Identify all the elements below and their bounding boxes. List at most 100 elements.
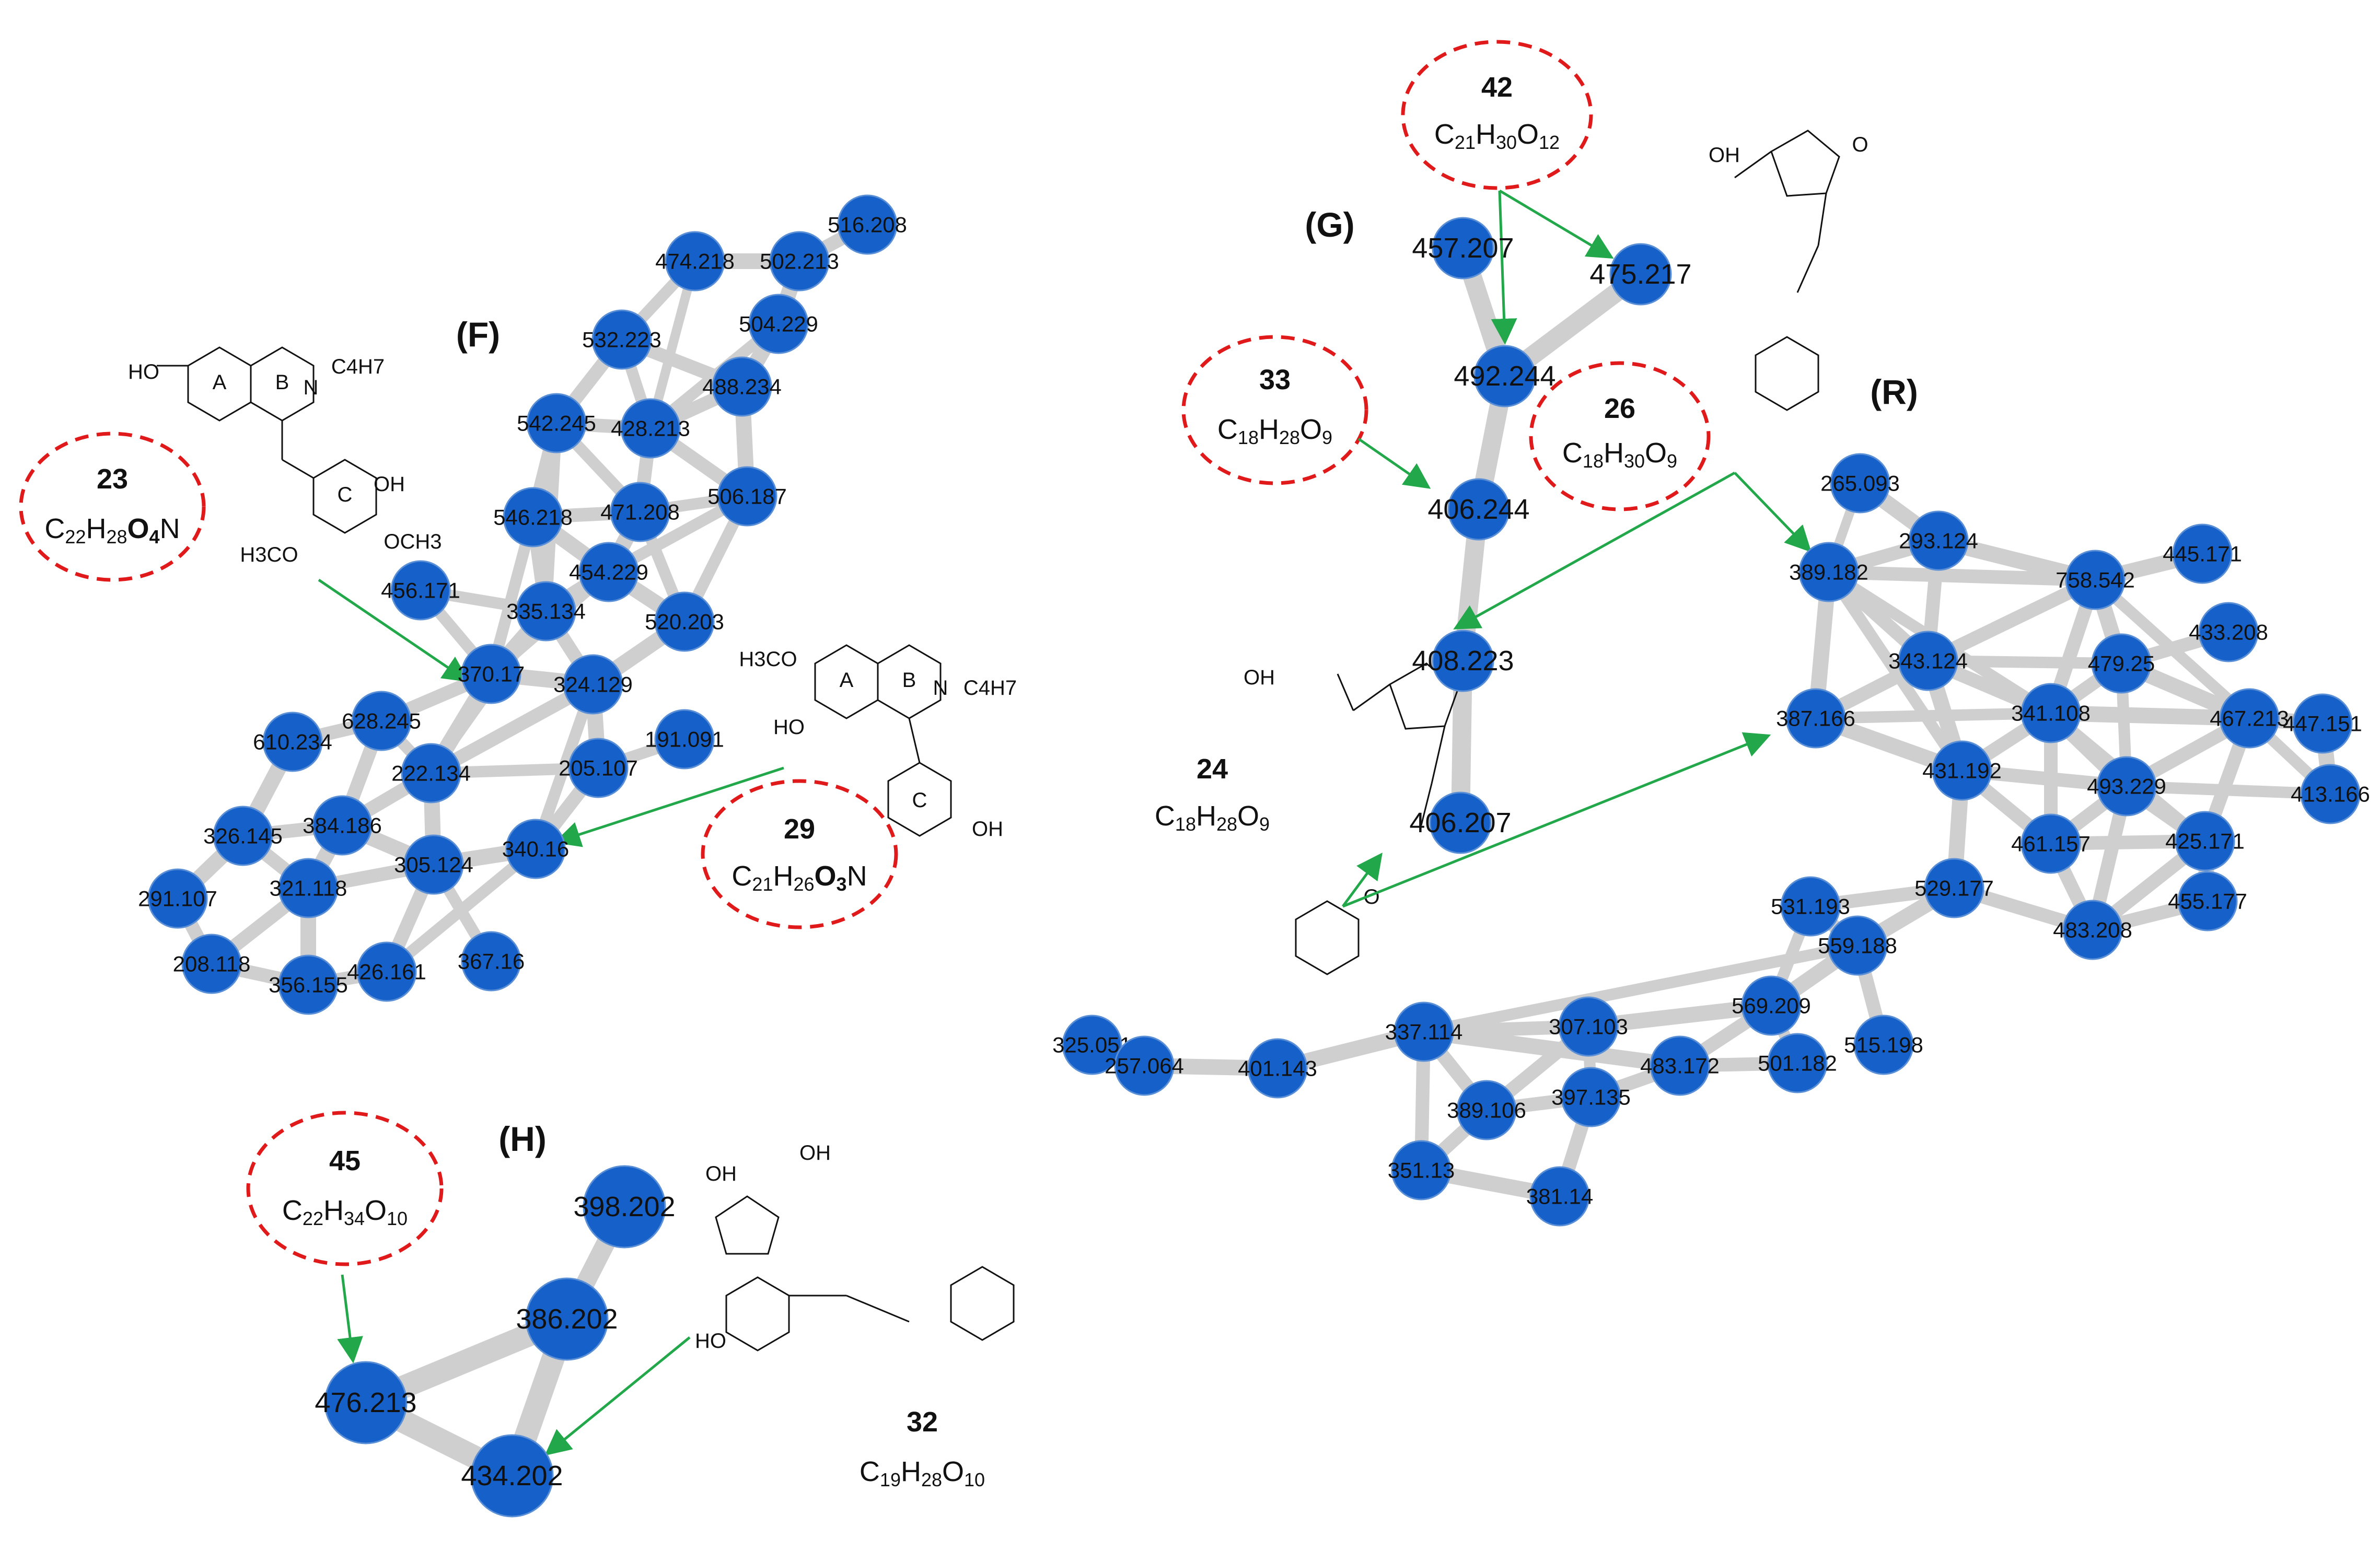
node-f-25[interactable]: 340.16 bbox=[502, 819, 569, 879]
node-circle[interactable] bbox=[769, 231, 830, 292]
node-f-10[interactable]: 471.208 bbox=[600, 482, 680, 542]
node-r-15[interactable]: 461.157 bbox=[2011, 813, 2091, 874]
node-h-2[interactable]: 476.213 bbox=[315, 1361, 417, 1444]
node-circle[interactable] bbox=[1529, 1166, 1590, 1227]
node-r-4[interactable]: 758.542 bbox=[2056, 550, 2135, 610]
node-g-5[interactable]: 406.207 bbox=[1409, 791, 1512, 854]
node-r-26[interactable]: 257.064 bbox=[1105, 1035, 1184, 1096]
node-r-31[interactable]: 389.106 bbox=[1447, 1080, 1526, 1140]
node-circle[interactable] bbox=[1473, 345, 1536, 407]
node-r-28[interactable]: 337.114 bbox=[1385, 1001, 1463, 1062]
node-f-2[interactable]: 502.213 bbox=[760, 231, 839, 292]
node-r-19[interactable]: 483.208 bbox=[2053, 900, 2132, 960]
node-circle[interactable] bbox=[578, 542, 639, 602]
node-f-6[interactable]: 542.245 bbox=[517, 393, 596, 453]
node-circle[interactable] bbox=[470, 1434, 554, 1518]
node-r-20[interactable]: 455.177 bbox=[2168, 871, 2247, 931]
node-circle[interactable] bbox=[351, 691, 412, 751]
node-circle[interactable] bbox=[390, 560, 451, 621]
node-f-3[interactable]: 504.229 bbox=[739, 294, 818, 354]
node-f-0[interactable]: 516.208 bbox=[828, 194, 907, 255]
node-circle[interactable] bbox=[213, 806, 273, 866]
node-circle[interactable] bbox=[2177, 871, 2238, 931]
node-r-2[interactable]: 445.171 bbox=[2163, 523, 2242, 584]
node-r-22[interactable]: 569.209 bbox=[1732, 975, 1811, 1036]
node-r-18[interactable]: 531.193 bbox=[1771, 876, 1850, 937]
node-circle[interactable] bbox=[1447, 478, 1510, 541]
node-r-9[interactable]: 341.108 bbox=[2011, 683, 2091, 743]
node-circle[interactable] bbox=[2300, 764, 2361, 824]
node-f-4[interactable]: 532.223 bbox=[582, 309, 661, 370]
node-circle[interactable] bbox=[2172, 523, 2233, 584]
node-circle[interactable] bbox=[1932, 740, 1992, 801]
node-circle[interactable] bbox=[1558, 996, 1619, 1057]
node-h-3[interactable]: 434.202 bbox=[461, 1434, 563, 1518]
node-r-34[interactable]: 381.14 bbox=[1526, 1166, 1593, 1227]
node-circle[interactable] bbox=[1767, 1033, 1828, 1093]
node-r-27[interactable]: 401.143 bbox=[1238, 1038, 1317, 1099]
node-r-7[interactable]: 479.25 bbox=[2088, 633, 2155, 694]
node-circle[interactable] bbox=[1429, 791, 1492, 854]
node-r-1[interactable]: 293.124 bbox=[1899, 510, 1978, 571]
node-circle[interactable] bbox=[1924, 858, 1984, 918]
node-r-21[interactable]: 559.188 bbox=[1818, 915, 1897, 976]
node-circle[interactable] bbox=[1798, 542, 1859, 602]
node-r-32[interactable]: 397.135 bbox=[1551, 1067, 1631, 1127]
node-circle[interactable] bbox=[2096, 756, 2157, 817]
node-circle[interactable] bbox=[526, 393, 587, 453]
node-f-12[interactable]: 456.171 bbox=[381, 560, 460, 621]
node-f-23[interactable]: 384.186 bbox=[303, 795, 382, 856]
node-circle[interactable] bbox=[401, 743, 461, 803]
node-f-20[interactable]: 205.107 bbox=[559, 738, 638, 798]
node-f-1[interactable]: 474.218 bbox=[655, 231, 735, 292]
node-f-18[interactable]: 610.234 bbox=[253, 712, 332, 772]
node-f-11[interactable]: 454.229 bbox=[569, 542, 648, 602]
node-f-30[interactable]: 426.161 bbox=[347, 941, 426, 1002]
node-circle[interactable] bbox=[610, 482, 670, 542]
node-r-29[interactable]: 483.172 bbox=[1640, 1035, 1720, 1096]
node-f-14[interactable]: 520.203 bbox=[645, 591, 724, 652]
node-r-6[interactable]: 343.124 bbox=[1888, 631, 1968, 691]
node-f-28[interactable]: 208.118 bbox=[173, 934, 251, 994]
node-circle[interactable] bbox=[665, 231, 725, 292]
node-f-15[interactable]: 370.17 bbox=[458, 644, 525, 704]
node-circle[interactable] bbox=[505, 819, 566, 879]
node-g-2[interactable]: 492.244 bbox=[1454, 345, 1556, 407]
node-circle[interactable] bbox=[2021, 683, 2081, 743]
node-f-16[interactable]: 324.129 bbox=[553, 654, 633, 715]
node-r-23[interactable]: 307.103 bbox=[1549, 996, 1628, 1057]
node-circle[interactable] bbox=[181, 934, 242, 994]
node-r-25[interactable]: 325.051 bbox=[1052, 1015, 1132, 1075]
node-f-22[interactable]: 326.145 bbox=[203, 806, 283, 866]
node-f-24[interactable]: 305.124 bbox=[394, 834, 473, 895]
node-circle[interactable] bbox=[1247, 1038, 1308, 1099]
node-circle[interactable] bbox=[1741, 975, 1802, 1036]
node-r-13[interactable]: 493.229 bbox=[2087, 756, 2166, 817]
node-circle[interactable] bbox=[525, 1277, 609, 1361]
node-circle[interactable] bbox=[563, 654, 623, 715]
node-f-31[interactable]: 367.16 bbox=[458, 931, 525, 992]
node-circle[interactable] bbox=[2198, 602, 2259, 662]
node-f-9[interactable]: 546.218 bbox=[493, 487, 573, 547]
node-f-21[interactable]: 191.091 bbox=[645, 709, 724, 770]
node-f-19[interactable]: 222.134 bbox=[391, 743, 471, 803]
node-circle[interactable] bbox=[1609, 243, 1672, 306]
node-f-29[interactable]: 356.155 bbox=[269, 954, 348, 1015]
node-circle[interactable] bbox=[312, 795, 373, 856]
node-f-27[interactable]: 321.118 bbox=[270, 858, 347, 918]
node-circle[interactable] bbox=[1432, 630, 1494, 692]
node-circle[interactable] bbox=[356, 941, 417, 1002]
node-f-5[interactable]: 488.234 bbox=[702, 356, 782, 417]
node-circle[interactable] bbox=[2292, 693, 2353, 754]
node-r-10[interactable]: 467.213 bbox=[2210, 688, 2289, 749]
node-f-17[interactable]: 628.245 bbox=[342, 691, 421, 751]
node-circle[interactable] bbox=[516, 581, 576, 642]
node-h-1[interactable]: 386.202 bbox=[516, 1277, 618, 1361]
node-r-33[interactable]: 351.13 bbox=[1388, 1140, 1455, 1201]
node-circle[interactable] bbox=[2062, 900, 2123, 960]
node-circle[interactable] bbox=[2219, 688, 2280, 749]
node-f-13[interactable]: 335.134 bbox=[506, 581, 586, 642]
node-circle[interactable] bbox=[654, 709, 715, 770]
node-circle[interactable] bbox=[712, 356, 772, 417]
node-circle[interactable] bbox=[1830, 453, 1890, 514]
